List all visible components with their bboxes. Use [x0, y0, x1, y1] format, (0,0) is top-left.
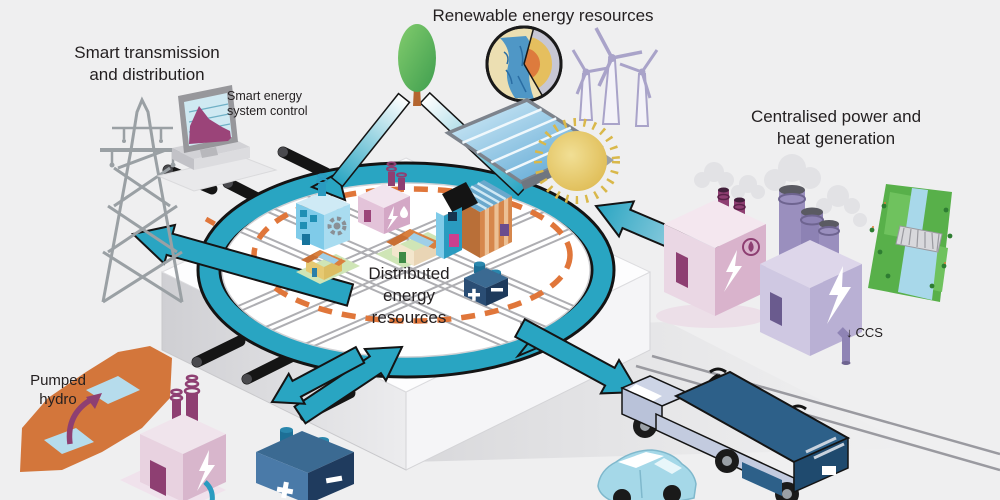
building-commercial: [436, 180, 512, 259]
arrow-out-to-storage: [270, 345, 366, 405]
label-smart-transmission: Smart transmission and distribution: [74, 43, 220, 84]
hydro-dam-icon: [868, 184, 953, 302]
label-distributed-energy-resources: Distributed energy resources: [368, 264, 450, 327]
arrow-in-from-storage: [293, 345, 404, 425]
tree-icon: [398, 24, 436, 106]
arrow-to-transport: [513, 317, 640, 395]
geothermal-globe-icon: [485, 25, 563, 103]
electric-truck-icon: [620, 367, 851, 500]
label-centralised-power: Centralised power and heat generation: [750, 107, 922, 148]
chp-plant-icon: [656, 162, 768, 328]
renewables-flow-band-left: [330, 92, 411, 188]
label-pumped-hydro: Pumped hydro: [30, 372, 86, 409]
transmission-tower-icon: [100, 96, 185, 304]
ccs-down-arrow-icon: ↓: [846, 325, 853, 340]
arrow-to-transmission: [130, 223, 355, 307]
thermal-plant-icon: [760, 154, 867, 365]
label-smart-energy-system-control: Smart energy system control: [227, 89, 308, 119]
label-renewable-energy-resources: Renewable energy resources: [432, 6, 654, 25]
building-battery-small: [464, 261, 508, 306]
wind-turbines-icon: [571, 27, 659, 127]
label-ccs: ↓ CCS: [846, 325, 883, 342]
ccs-text: CCS: [855, 325, 883, 340]
battery-icon: [256, 427, 354, 500]
building-chp-pink: [358, 161, 410, 234]
control-monitor-icon: [156, 85, 278, 192]
fuel-plant-icon: [120, 374, 226, 500]
building-blue-factory: [296, 173, 350, 250]
sun-icon: [534, 118, 620, 204]
microgrid-dashed-boundary: [251, 186, 573, 324]
building-yellow-house: [296, 250, 360, 284]
pumped-hydro-icon: [20, 346, 172, 472]
catenary-lines: [635, 354, 1000, 472]
electric-car-icon: [597, 449, 697, 500]
